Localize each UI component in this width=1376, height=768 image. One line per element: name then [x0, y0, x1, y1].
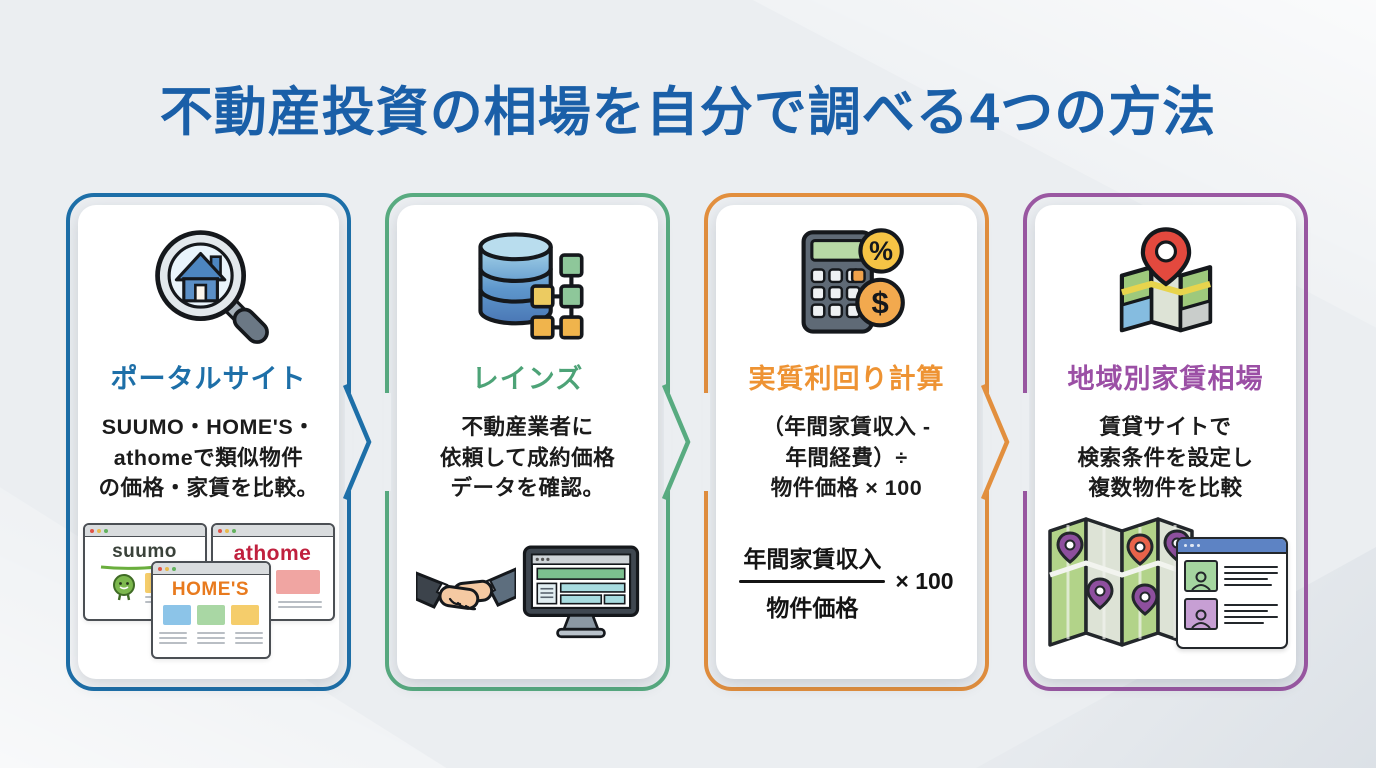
card-body: 不動産業者に 依頼して成約価格 データを確認。	[439, 415, 616, 501]
suumo-mascot-icon	[112, 574, 135, 601]
fraction-bar	[739, 579, 886, 583]
database-icon	[466, 221, 590, 347]
reins-illustration	[415, 545, 640, 641]
map-pin-red	[1125, 533, 1154, 566]
border-gap	[983, 393, 990, 491]
regional-map-illustration	[1044, 505, 1288, 655]
handshake-icon	[415, 567, 516, 611]
chevron-right-icon	[343, 384, 372, 500]
card-body: （年間家賃収入 - 年間経費）÷ 物件価格 × 100	[762, 415, 931, 501]
page-title: 不動産投資の相場を自分で調べる4つの方法	[159, 83, 1217, 142]
magnifier-house-icon	[146, 221, 272, 347]
card-net-yield: % $ 実質利回り計算 （年間家賃収入 - 年間経費）÷ 物件価格 × 100 …	[703, 193, 1010, 691]
yield-formula: 年間家賃収入 物件価格 × 100	[739, 540, 954, 624]
border-gap	[384, 393, 391, 491]
map-pin-purple	[1085, 577, 1114, 610]
formula-numerator: 年間家賃収入	[743, 545, 882, 572]
border-gap	[1022, 393, 1029, 491]
map-pin-purple	[1055, 531, 1084, 564]
listing-thumb-person-icon	[1183, 598, 1218, 630]
formula-multiplier: × 100	[895, 567, 954, 594]
monitor-icon	[522, 545, 639, 639]
calculator-icon: % $	[785, 221, 909, 347]
card-portal-site: ポータルサイト SUUMO・HOME'S・ athomeで類似物件 の価格・家賃…	[66, 193, 372, 691]
portal-logos-illustration: suumo	[82, 523, 335, 659]
dollar-badge: $	[871, 285, 888, 320]
border-gap	[703, 393, 710, 491]
chevron-right-icon	[981, 384, 1010, 500]
chevron-right-icon	[662, 384, 691, 500]
card-title: ポータルサイト	[110, 364, 307, 394]
listing-thumb-person-icon	[1183, 560, 1218, 592]
card-reins: レインズ 不動産業者に 依頼して成約価格 データを確認。	[384, 193, 691, 691]
card-title: レインズ	[471, 364, 584, 394]
listing-window	[1175, 537, 1288, 649]
card-title: 地域別家賃相場	[1067, 364, 1264, 394]
formula-denominator: 物件価格	[766, 595, 859, 621]
homes-logo: HOME'S	[171, 579, 250, 600]
athome-logo: athome	[233, 542, 312, 565]
card-title: 実質利回り計算	[748, 364, 945, 394]
border-gap	[664, 393, 671, 491]
suumo-logo: suumo	[112, 541, 177, 562]
card-regional-rent: 地域別家賃相場 賃貸サイトで 検索条件を設定し 複数物件を比較	[1022, 193, 1308, 691]
border-gap	[345, 393, 352, 491]
homes-window: HOME'S	[150, 561, 271, 659]
map-pin-icon	[1103, 221, 1229, 347]
card-body: SUUMO・HOME'S・ athomeで類似物件 の価格・家賃を比較。	[98, 415, 319, 501]
percent-badge: %	[869, 236, 893, 266]
map-pin-purple	[1130, 583, 1159, 616]
card-body: 賃貸サイトで 検索条件を設定し 複数物件を比較	[1077, 415, 1254, 501]
